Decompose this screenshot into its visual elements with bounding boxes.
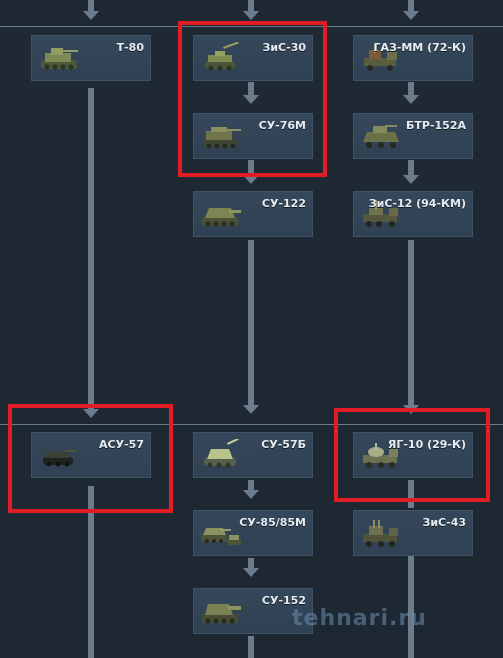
highlight-box-yag10: [334, 408, 490, 502]
vehicle-name: Т-80: [116, 41, 144, 54]
spaa-truck-icon: [363, 520, 398, 547]
connector: [248, 558, 254, 568]
connector: [248, 636, 254, 658]
connector-arrow: [403, 95, 419, 104]
connector: [88, 0, 94, 12]
spg-icon: [202, 208, 241, 227]
vehicle-name: ЗиС-43: [422, 516, 466, 529]
connector-arrow: [243, 405, 259, 414]
connector-arrow: [243, 95, 259, 104]
vehicle-name: СУ-85/85М: [239, 516, 306, 529]
connector: [408, 0, 414, 12]
vehicle-card-zis43[interactable]: ЗиС-43: [353, 510, 473, 556]
vehicle-name: СУ-152: [261, 594, 306, 607]
vehicle-card-zis30[interactable]: ЗиС-30: [193, 35, 313, 81]
connector: [88, 88, 94, 410]
watermark: tehnari.ru: [292, 606, 427, 631]
spg-icon: [205, 42, 239, 71]
vehicle-name: ГАЗ-ММ (72-К): [373, 41, 466, 54]
vehicle-card-t80[interactable]: Т-80: [31, 35, 151, 81]
spaa-icon: [363, 125, 399, 148]
vehicle-card-zis12[interactable]: ЗиС-12 (94-КМ): [353, 191, 473, 237]
vehicle-name: БТР-152А: [406, 119, 466, 132]
spg-icon: [201, 528, 241, 545]
connector: [408, 240, 414, 406]
vehicle-name: ЗиС-12 (94-КМ): [368, 197, 466, 210]
connector: [248, 0, 254, 12]
vehicle-name: СУ-122: [261, 197, 306, 210]
connector-arrow: [243, 175, 259, 184]
vehicle-card-su85[interactable]: СУ-85/85М: [193, 510, 313, 556]
connector: [408, 556, 414, 658]
vehicle-card-asu57[interactable]: АСУ-57: [31, 432, 151, 478]
light-tank-icon: [41, 48, 78, 70]
vehicle-card-yag10[interactable]: ЯГ-10 (29-К): [353, 432, 473, 478]
connector: [248, 82, 254, 96]
vehicle-name: ЯГ-10 (29-К): [387, 438, 466, 451]
vehicle-card-gazmm[interactable]: ГАЗ-ММ (72-К): [353, 35, 473, 81]
spg-icon: [204, 439, 239, 468]
connector: [408, 82, 414, 96]
vehicle-card-su57b[interactable]: СУ-57Б: [193, 432, 313, 478]
connector: [248, 480, 254, 490]
vehicle-name: СУ-76М: [258, 119, 306, 132]
vehicle-card-btr152a[interactable]: БТР-152А: [353, 113, 473, 159]
spg-icon: [202, 604, 241, 624]
spg-icon: [43, 450, 77, 467]
connector-arrow: [243, 490, 259, 499]
connector-arrow: [403, 11, 419, 20]
highlight-box-zis30-su76m: [178, 21, 327, 177]
vehicle-name: ЗиС-30: [262, 41, 306, 54]
vehicle-card-su152[interactable]: СУ-152: [193, 588, 313, 634]
vehicle-card-su76m[interactable]: СУ-76М: [193, 113, 313, 159]
connector-arrow: [243, 568, 259, 577]
connector: [408, 480, 414, 508]
spg-icon: [203, 127, 241, 149]
spaa-truck-icon: [363, 443, 398, 468]
connector: [248, 240, 254, 406]
connector-arrow: [403, 175, 419, 184]
connector-arrow: [83, 11, 99, 20]
vehicle-name: АСУ-57: [99, 438, 144, 451]
highlight-box-asu57: [8, 404, 173, 513]
connector-arrow: [243, 11, 259, 20]
connector: [88, 486, 94, 658]
spaa-truck-icon: [363, 200, 398, 227]
vehicle-name: СУ-57Б: [261, 438, 306, 451]
rank-divider: [0, 26, 503, 27]
connector: [408, 160, 414, 176]
spaa-truck-icon: [364, 45, 397, 71]
connector: [248, 160, 254, 176]
rank-divider: [0, 424, 503, 425]
connector-arrow: [83, 409, 99, 418]
vehicle-card-su122[interactable]: СУ-122: [193, 191, 313, 237]
